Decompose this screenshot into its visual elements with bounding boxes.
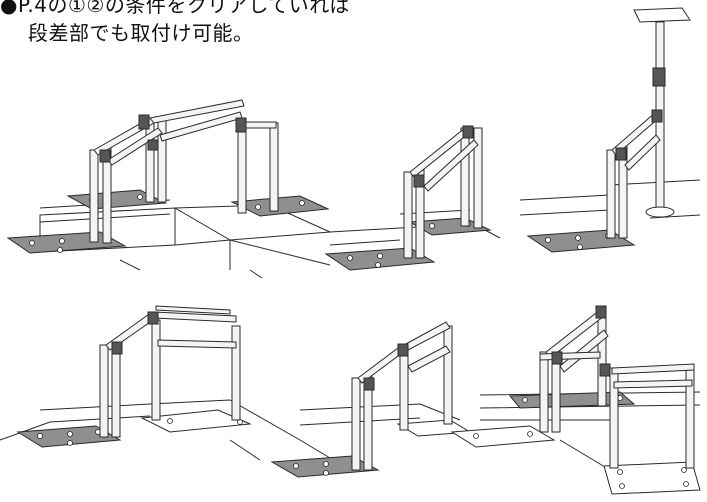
illustration-step-rail-with-frame [0,305,301,461]
illustration-multi-level-rail [450,305,701,495]
note-line-2: 段差部でも取付け可能。 [28,21,254,45]
illustration-stairs-single-rail [324,125,501,271]
illustration-step-rail-single [270,321,472,478]
illustration-rail-with-ceiling-pole [519,7,701,253]
note-line-1: ●P.4の①②の条件をクリアしていれば [0,0,351,17]
installation-note: ●P.4の①②の条件をクリアしていれば 段差部でも取付け可能。 [0,0,420,47]
illustration-stairs-double-rail [6,99,331,279]
